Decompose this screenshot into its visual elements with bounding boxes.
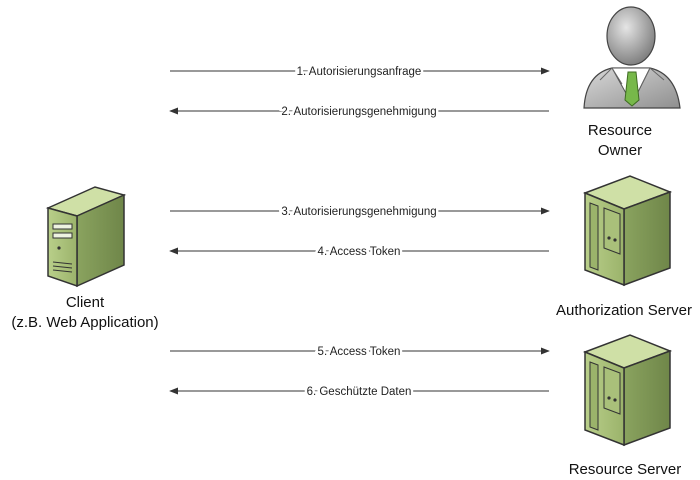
resource-owner-label: Resource Owner — [570, 121, 670, 161]
message-4: 4. Access Token — [169, 244, 549, 261]
message-5-label: 5. Access Token — [318, 346, 401, 358]
message-5: 5. Access Token — [170, 344, 550, 361]
message-4-label: 4. Access Token — [318, 246, 401, 258]
message-2-label: 2. Autorisierungsgenehmigung — [281, 106, 436, 118]
message-1: 1. Autorisierungsanfrage — [170, 64, 550, 81]
resource-server-icon — [582, 334, 673, 447]
authorization-server-label: Authorization Server — [556, 302, 692, 319]
resource-owner-person-icon — [583, 6, 681, 109]
message-3: 3. Autorisierungsgenehmigung — [170, 204, 550, 221]
client-label: Client (z.B. Web Application) — [0, 293, 170, 333]
message-1-label: 1. Autorisierungsanfrage — [297, 66, 422, 78]
message-6: 6. Geschützte Daten — [169, 384, 549, 401]
resource-server-label: Resource Server — [568, 461, 682, 478]
resource-owner-label-line2: Owner — [597, 142, 643, 159]
authorization-server-icon — [582, 175, 673, 287]
message-3-label: 3. Autorisierungsgenehmigung — [281, 206, 436, 218]
message-2: 2. Autorisierungsgenehmigung — [169, 104, 549, 121]
client-label-line1: Client — [65, 294, 105, 311]
resource-owner-label-line1: Resource — [587, 122, 653, 139]
message-6-label: 6. Geschützte Daten — [307, 386, 412, 398]
client-label-line2: (z.B. Web Application) — [11, 314, 159, 331]
client-computer-icon — [45, 186, 127, 288]
